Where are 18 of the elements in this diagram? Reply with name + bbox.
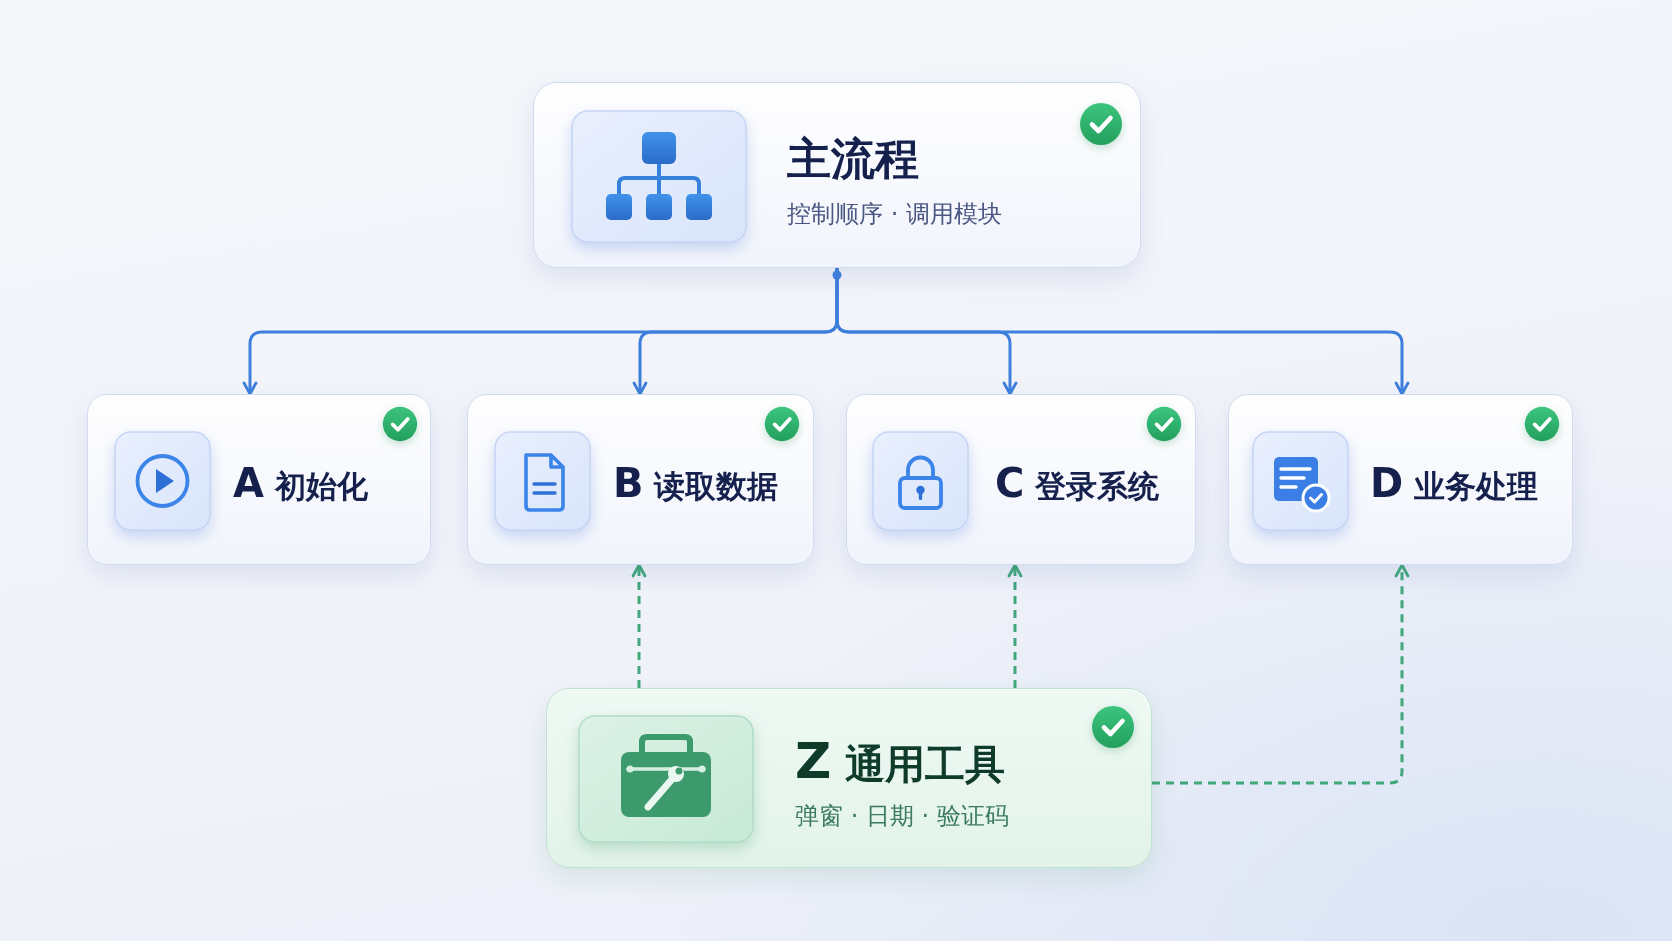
module-card xyxy=(846,394,1196,565)
card-title: C 登录系统 xyxy=(995,459,1160,508)
module-card xyxy=(87,394,431,565)
card-title: B 读取数据 xyxy=(613,459,779,508)
card-title: 主流程 xyxy=(787,131,919,186)
card-title: Z 通用工具 xyxy=(795,730,1006,792)
card-title: A 初始化 xyxy=(233,459,368,508)
module-card xyxy=(467,394,814,565)
card-title: D 业务处理 xyxy=(1370,459,1538,508)
module-card xyxy=(533,82,1141,268)
card-subtitle: 控制顺序 · 调用模块 xyxy=(787,198,1002,230)
arrow xyxy=(1152,563,1410,785)
module-card xyxy=(1228,394,1573,565)
arrow xyxy=(835,268,1410,396)
module-card xyxy=(546,688,1152,868)
arrow xyxy=(631,563,647,688)
card-subtitle: 弹窗 · 日期 · 验证码 xyxy=(795,800,1009,832)
arrow xyxy=(1007,563,1023,688)
